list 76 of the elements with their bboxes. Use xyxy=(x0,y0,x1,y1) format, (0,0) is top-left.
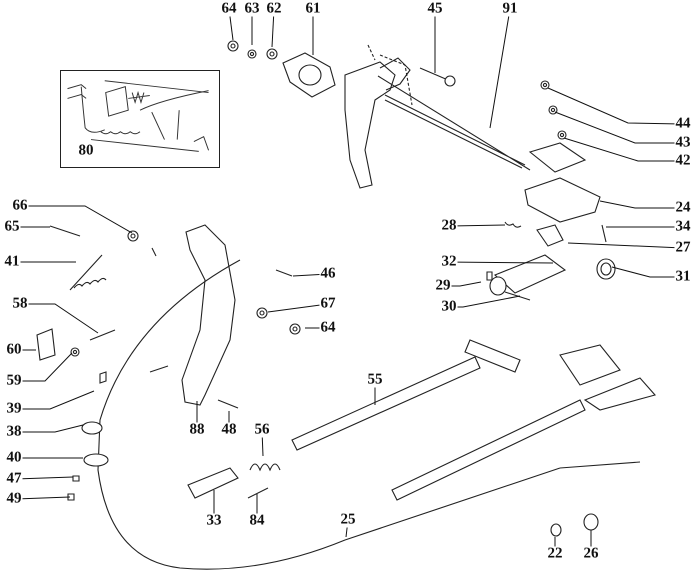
leader-line xyxy=(20,226,50,228)
leader-line xyxy=(22,424,84,432)
callout-number: 38 xyxy=(6,424,22,440)
callout-number: 29 xyxy=(434,278,452,294)
leader-line xyxy=(268,304,320,312)
leader-line xyxy=(457,262,554,264)
callout-number: 56 xyxy=(254,422,270,438)
leader-line xyxy=(196,400,198,423)
leader-line xyxy=(262,437,264,456)
callout-number: 40 xyxy=(6,450,22,466)
leader-line xyxy=(272,16,274,48)
callout-number: 60 xyxy=(6,342,22,358)
callout-number: 64 xyxy=(320,320,336,336)
leader-line xyxy=(548,88,675,124)
callout-number: 44 xyxy=(674,116,692,132)
leader-line xyxy=(590,530,592,547)
callout-number: 65 xyxy=(4,220,20,234)
leader-line xyxy=(229,16,234,40)
callout-number: 28 xyxy=(440,218,458,234)
callout-number: 25 xyxy=(340,512,356,528)
callout-number: 49 xyxy=(6,492,22,506)
callout-number: 31 xyxy=(674,270,692,284)
callout-number: 39 xyxy=(6,402,22,416)
leader-line xyxy=(606,226,675,228)
callout-number: 61 xyxy=(304,2,322,16)
callout-number: 41 xyxy=(4,254,20,270)
detail-inset xyxy=(60,70,220,168)
callout-number: 91 xyxy=(502,2,518,16)
leader-line xyxy=(564,138,675,162)
callout-number: 45 xyxy=(426,2,444,16)
leader-line xyxy=(312,16,314,56)
leader-line xyxy=(28,304,98,334)
leader-line xyxy=(490,16,510,128)
callout-number: 67 xyxy=(320,296,336,312)
leader-line xyxy=(22,390,94,410)
leader-line xyxy=(28,206,132,234)
callout-number: 24 xyxy=(674,200,692,216)
callout-number: 43 xyxy=(674,136,692,150)
callout-number: 34 xyxy=(674,220,692,234)
leader-line xyxy=(434,16,436,74)
leader-line xyxy=(457,296,520,308)
callout-number: 64 xyxy=(220,2,238,16)
callout-number: 32 xyxy=(440,254,458,270)
callout-number: 27 xyxy=(674,240,692,256)
callout-number: 59 xyxy=(6,374,22,388)
leader-line xyxy=(22,352,72,382)
leader-line xyxy=(256,494,258,514)
callout-number: 62 xyxy=(266,2,282,16)
callout-number: 26 xyxy=(582,546,600,562)
callout-number: 84 xyxy=(248,514,266,528)
leader-line xyxy=(457,224,506,226)
leader-line xyxy=(568,242,675,248)
callout-number: 48 xyxy=(220,422,238,438)
callout-number: 42 xyxy=(674,154,692,168)
leader-line xyxy=(374,387,376,406)
leader-line xyxy=(612,266,675,278)
callout-number: 47 xyxy=(6,472,22,486)
callout-number: 33 xyxy=(206,514,222,528)
leader-line xyxy=(292,274,320,276)
callout-number: 63 xyxy=(244,2,260,16)
callout-number: 46 xyxy=(320,266,336,282)
leader-line xyxy=(22,476,74,480)
leader-line xyxy=(22,496,70,500)
leader-line xyxy=(554,536,556,547)
callout-number: 88 xyxy=(188,422,206,438)
leader-line xyxy=(228,410,230,423)
leader-line xyxy=(554,112,675,144)
callout-number: 66 xyxy=(12,198,28,214)
leader-line xyxy=(451,282,482,286)
leader-line xyxy=(346,527,348,538)
leader-line xyxy=(600,200,675,208)
callout-number: 22 xyxy=(546,546,564,562)
callout-number: 55 xyxy=(366,372,384,388)
callout-number: 80 xyxy=(78,144,94,158)
callout-number: 30 xyxy=(440,300,458,314)
callout-number: 58 xyxy=(12,296,28,312)
